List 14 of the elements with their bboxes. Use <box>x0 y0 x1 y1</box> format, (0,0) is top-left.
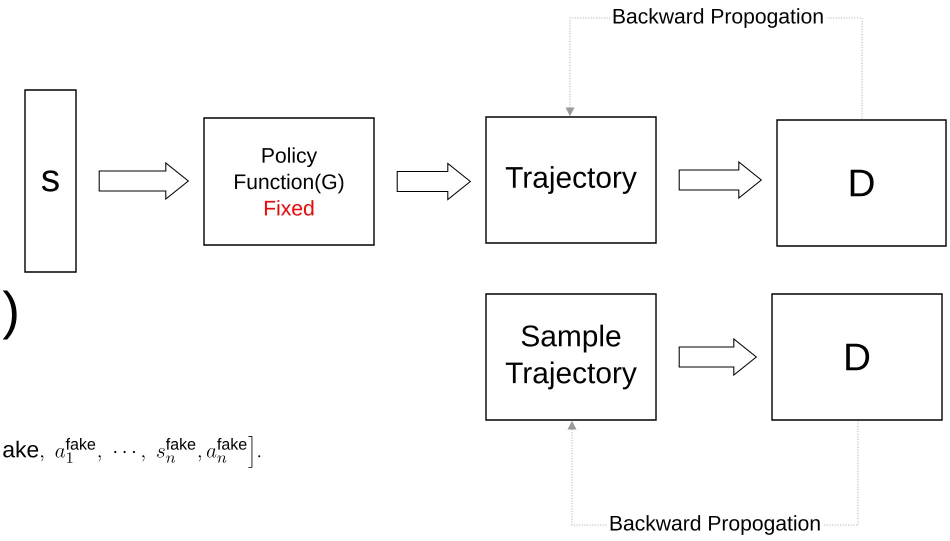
block-arrow <box>396 162 472 201</box>
process-box: Policy Function(G) Fixed <box>203 117 375 246</box>
edge-label: Backward Propogation <box>607 513 823 537</box>
block-arrow <box>678 338 758 376</box>
block-arrow <box>678 160 762 200</box>
edge-label: Backward Propogation <box>610 6 826 30</box>
block-arrow <box>98 162 190 200</box>
process-box: Trajectory <box>485 116 657 244</box>
process-box: s <box>24 89 77 273</box>
formula-fragment: $\mathrm{ake},\ a_1^{\mathrm{fake}},\ \cdots,\ s_n^{\mathrm{fake}},a_n^{\mathrm{fake}}\Big].$ <box>3 436 260 468</box>
parenthesis: ) <box>2 290 17 340</box>
process-box: Sample Trajectory <box>485 293 657 421</box>
process-box: D <box>771 293 943 421</box>
process-box: D <box>776 119 947 247</box>
